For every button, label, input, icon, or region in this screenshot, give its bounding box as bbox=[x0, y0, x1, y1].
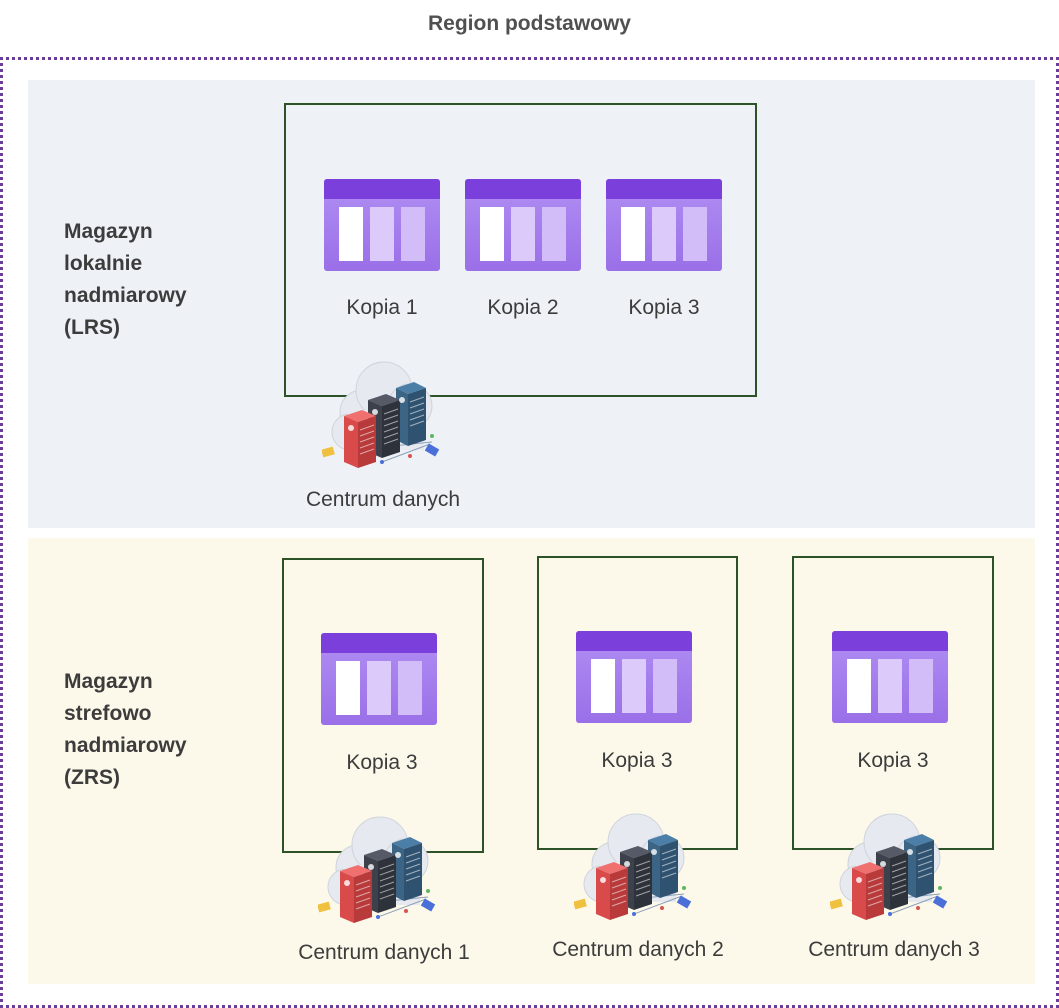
storage-table-icon bbox=[324, 179, 440, 271]
region-title: Region podstawowy bbox=[427, 12, 631, 35]
storage-table-icon bbox=[465, 179, 581, 271]
storage-table-icon bbox=[832, 631, 948, 723]
zrs-copy-label: Kopia 3 bbox=[857, 749, 929, 772]
lrs-datacenter-box bbox=[284, 103, 757, 397]
lrs-label-line: Magazyn bbox=[64, 220, 153, 243]
zrs-copy-label: Kopia 3 bbox=[346, 751, 418, 774]
cloud-datacenter-icon bbox=[318, 816, 436, 924]
lrs-copy-label: Kopia 3 bbox=[628, 296, 700, 319]
lrs-copy-label: Kopia 2 bbox=[487, 296, 559, 319]
cloud-datacenter-icon bbox=[574, 813, 692, 921]
region-border bbox=[0, 57, 1059, 1008]
storage-table-icon bbox=[321, 633, 437, 725]
zrs-label-line: nadmiarowy bbox=[64, 734, 187, 757]
zrs-label-line: (ZRS) bbox=[64, 766, 120, 789]
zrs-label-line: strefowo bbox=[64, 702, 152, 725]
cloud-datacenter-icon bbox=[830, 813, 948, 921]
lrs-label: Magazyn lokalnie nadmiarowy (LRS) bbox=[64, 216, 187, 344]
zrs-label-line: Magazyn bbox=[64, 670, 153, 693]
lrs-datacenter-label: Centrum danych bbox=[305, 488, 461, 511]
lrs-copy-label: Kopia 1 bbox=[346, 296, 418, 319]
zrs-datacenter-label-2: Centrum danych 2 bbox=[552, 938, 724, 961]
storage-table-icon bbox=[576, 631, 692, 723]
storage-table-icon bbox=[606, 179, 722, 271]
lrs-label-line: (LRS) bbox=[64, 316, 120, 339]
zrs-datacenter-label-3: Centrum danych 3 bbox=[808, 938, 980, 961]
lrs-label-line: lokalnie bbox=[64, 252, 143, 275]
cloud-datacenter-icon bbox=[322, 361, 440, 469]
zrs-copy-label: Kopia 3 bbox=[601, 749, 673, 772]
zrs-datacenter-label-1: Centrum danych 1 bbox=[298, 941, 470, 964]
zrs-label: Magazyn strefowo nadmiarowy (ZRS) bbox=[64, 666, 187, 794]
lrs-panel bbox=[28, 80, 1035, 528]
lrs-label-line: nadmiarowy bbox=[64, 284, 187, 307]
